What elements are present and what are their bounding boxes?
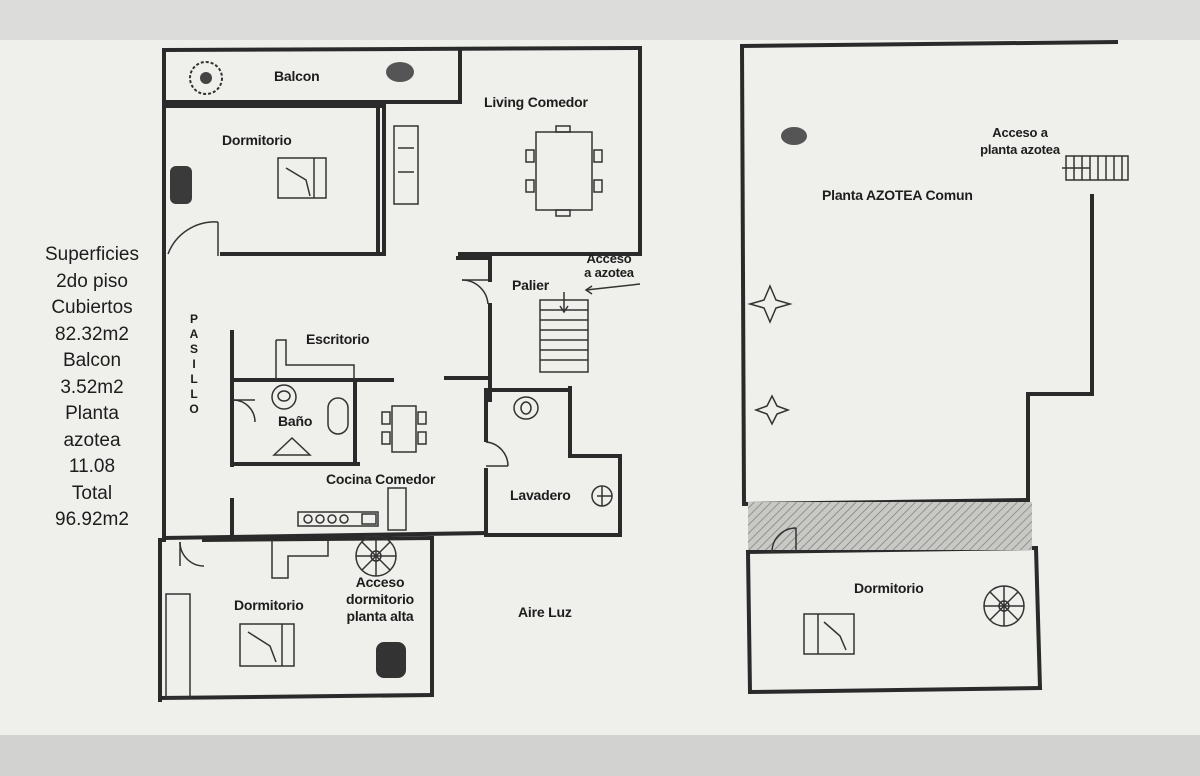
label-planta-azotea-comun: Planta AZOTEA Comun — [822, 187, 973, 203]
label-living-comedor: Living Comedor — [484, 94, 588, 110]
summary-line: Cubiertos — [51, 297, 133, 318]
label-escritorio: Escritorio — [306, 331, 370, 347]
label-acceso-planta-azotea: Acceso a planta azotea — [960, 124, 1080, 158]
main-plan-walls — [157, 45, 643, 702]
summary-line: 11.08 — [68, 456, 116, 477]
main-plan-details — [165, 125, 641, 699]
pasillo-letter: S — [189, 342, 198, 356]
pasillo-letter: I — [192, 357, 196, 371]
label-palier: Palier — [512, 277, 549, 293]
pasillo-letter: L — [190, 372, 198, 386]
acceso-dormitorio-line2: dormitorio — [346, 591, 414, 607]
summary-line: 96.92m2 — [55, 509, 129, 530]
acceso-planta-azotea-line2: planta azotea — [980, 142, 1060, 157]
background-top — [0, 0, 1200, 42]
pasillo-letter: A — [189, 327, 199, 341]
summary-line: azotea — [63, 429, 121, 451]
azotea-plan-details — [747, 155, 1129, 655]
summary-line: Total — [71, 482, 113, 504]
acceso-dormitorio-line1: Acceso — [355, 574, 405, 590]
label-balcon: Balcon — [274, 68, 320, 84]
summary-line: Planta — [65, 403, 119, 424]
summary-line: 3.52m2 — [60, 376, 124, 398]
label-bano: Baño — [278, 413, 313, 429]
surface-summary: Superficies 2do piso Cubiertos 82.32m2 B… — [26, 242, 158, 534]
summary-line: 2do piso — [56, 270, 128, 292]
acceso-azotea-line2: a azotea — [584, 265, 634, 280]
acceso-azotea-line1: Acceso — [586, 251, 632, 266]
label-lavadero: Lavadero — [510, 487, 571, 503]
summary-line: Balcon — [62, 350, 122, 371]
label-pasillo: P A S I L L O — [186, 312, 202, 417]
main-plan-decor — [170, 61, 414, 678]
pasillo-letter: O — [189, 402, 199, 416]
pasillo-letter: P — [189, 312, 198, 326]
label-dormitorio-top: Dormitorio — [222, 132, 292, 148]
acceso-dormitorio-line3: planta alta — [346, 608, 414, 624]
summary-line: 82.32m2 — [55, 323, 129, 345]
summary-line: Superficies — [45, 244, 139, 265]
label-aire-luz: Aire Luz — [518, 604, 572, 620]
label-acceso-dormitorio: Acceso dormitorio planta alta — [332, 574, 428, 625]
pasillo-letter: L — [190, 387, 198, 401]
background-bottom — [0, 735, 1200, 776]
label-cocina-comedor: Cocina Comedor — [326, 471, 436, 487]
label-azotea-dormitorio: Dormitorio — [854, 580, 924, 596]
label-dormitorio-bottom: Dormitorio — [234, 597, 304, 613]
acceso-planta-azotea-line1: Acceso a — [992, 125, 1048, 140]
label-acceso-azotea: Acceso a azotea — [574, 252, 644, 280]
azotea-hatched-roof — [748, 502, 1032, 550]
plant-icon — [781, 127, 807, 145]
paper-sheet — [0, 40, 1200, 735]
